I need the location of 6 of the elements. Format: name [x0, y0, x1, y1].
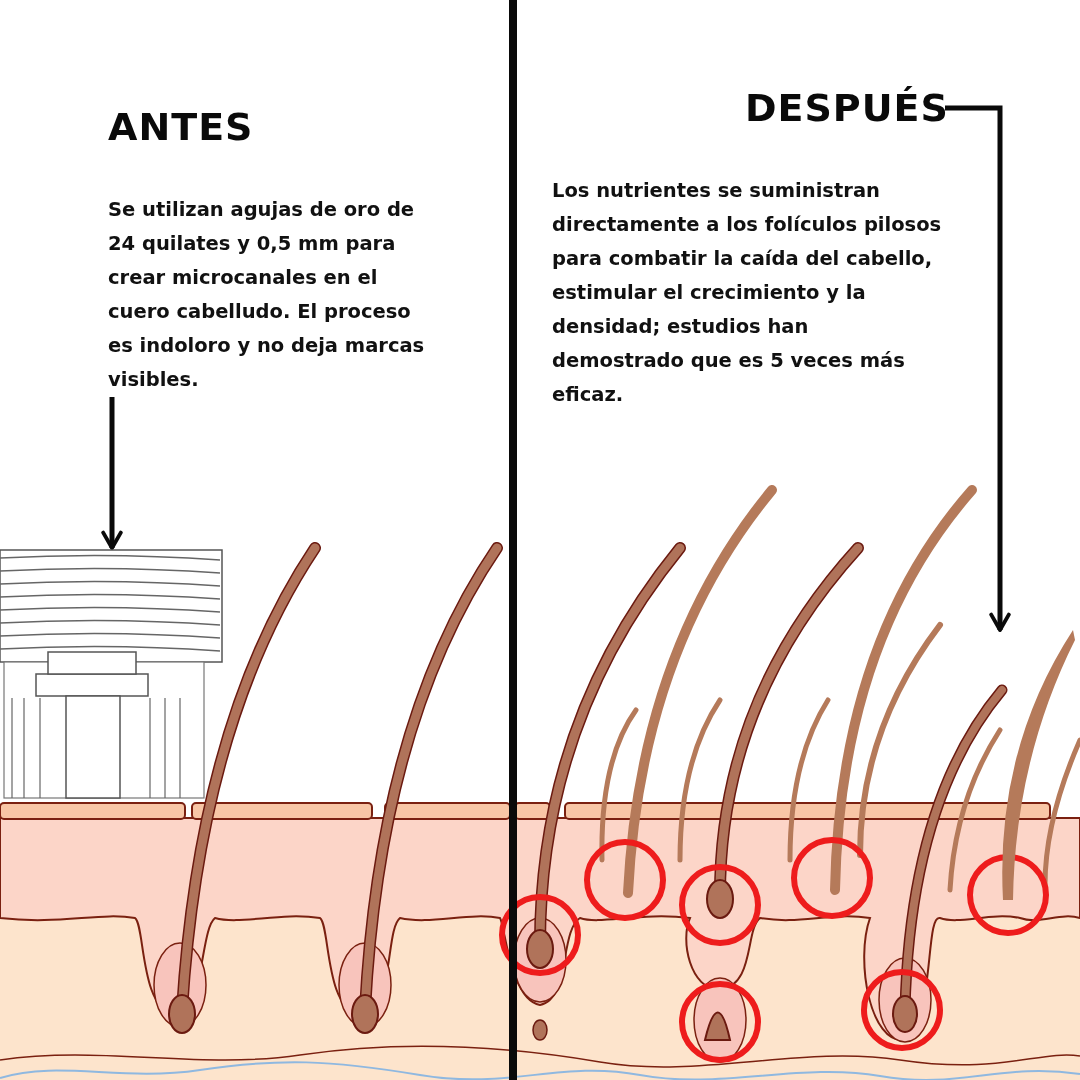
description-text: Los nutrientes se suministran directamente a los folículos pilosos para combatir la caída del cabello, estimular el crecimiento y la densidad; estudios han demostrado que es 5 veces más eficaz. [552, 178, 943, 408]
section-heading: ANTES [108, 105, 254, 149]
section-heading: DESPUÉS [745, 86, 949, 130]
arrow [101, 397, 123, 550]
description-text: Se utilizan agujas de oro de 24 quilates y 0,5 mm para crear microcanales en el cuero cabelludo. El proceso es indoloro y no deja marcas visibles. [108, 197, 426, 393]
arrow [945, 105, 1011, 632]
